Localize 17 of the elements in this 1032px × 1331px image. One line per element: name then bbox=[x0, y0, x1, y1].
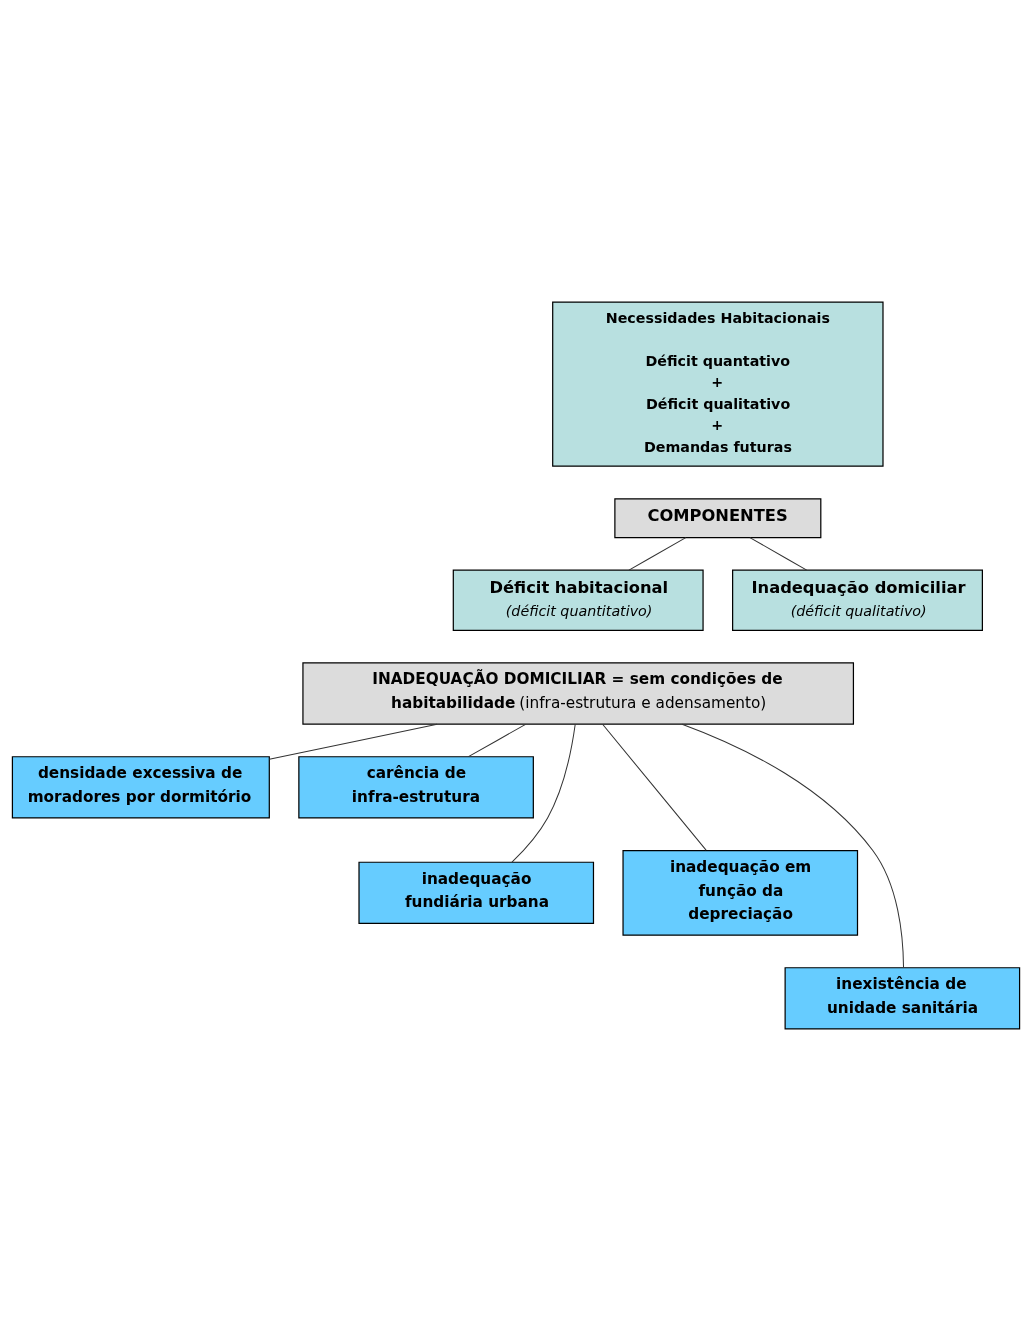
connector bbox=[628, 537, 687, 571]
node-box: carência de infra-estrutura bbox=[298, 756, 534, 819]
node-box: Déficit habitacional (déficit quantitativo) bbox=[452, 569, 704, 631]
connector bbox=[268, 723, 438, 760]
node-box: inexistência de unidade sanitária bbox=[784, 967, 1021, 1030]
node-box: COMPONENTES bbox=[614, 498, 822, 539]
node-box: INADEQUAÇÃO DOMICILIAR = sem condições de habitabilidade (infra-estrutura e adensamento) bbox=[302, 662, 855, 725]
connector bbox=[681, 723, 905, 969]
connector bbox=[511, 724, 576, 863]
connector bbox=[602, 724, 707, 851]
node-box: Inadequação domiciliar (déficit qualitativo) bbox=[732, 569, 983, 631]
connector bbox=[467, 723, 527, 758]
node-box: densidade excessiva de moradores por dormitório bbox=[11, 756, 270, 819]
node-box: inadequação em função da depreciação bbox=[622, 849, 859, 936]
node-box: inadequação fundiária urbana bbox=[358, 861, 595, 924]
node-box: Necessidades Habitacionais Déficit quantativo + Déficit qualitativo + Demandas futuras bbox=[552, 301, 884, 467]
connector bbox=[749, 537, 808, 571]
